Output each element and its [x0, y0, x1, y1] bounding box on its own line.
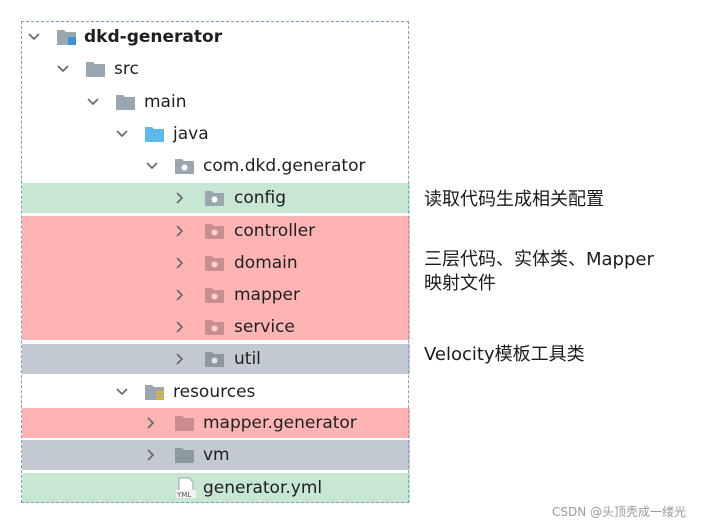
folder-icon	[174, 414, 196, 432]
tree-row-label: com.dkd.generator	[203, 156, 366, 176]
folder-icon	[174, 446, 196, 464]
chevron-down-icon[interactable]	[114, 377, 130, 407]
package-icon	[204, 318, 226, 336]
chevron-right-icon[interactable]	[172, 312, 188, 342]
chevron-down-icon[interactable]	[144, 151, 160, 181]
tree-row-util[interactable]: util	[22, 344, 410, 374]
tree-row-label: controller	[234, 221, 316, 241]
tree-row-mapper-generator[interactable]: mapper.generator	[22, 408, 410, 438]
tree-row-service[interactable]: service	[22, 312, 410, 342]
tree-row-label: config	[234, 188, 287, 208]
package-icon	[204, 222, 226, 240]
chevron-down-icon[interactable]	[26, 22, 42, 52]
svg-text:YML: YML	[176, 491, 191, 499]
chevron-right-icon[interactable]	[172, 280, 188, 310]
tree-row-dkd-generator[interactable]: dkd-generator	[22, 22, 410, 52]
tree-row-src[interactable]: src	[22, 54, 410, 84]
tree-row-label: generator.yml	[203, 478, 323, 498]
chevron-down-icon[interactable]	[85, 87, 101, 117]
package-icon	[204, 254, 226, 272]
source-root-folder-icon	[144, 125, 166, 143]
tree-row-label: mapper	[234, 285, 301, 305]
folder-icon	[115, 93, 137, 111]
tree-row-label: util	[234, 349, 261, 369]
layers-annotation-line2: 映射文件	[424, 273, 496, 294]
tree-row-com-dkd-generator[interactable]: com.dkd.generator	[22, 151, 410, 181]
tree-row-vm[interactable]: vm	[22, 440, 410, 470]
tree-row-java[interactable]: java	[22, 119, 410, 149]
tree-row-mapper[interactable]: mapper	[22, 280, 410, 310]
config-annotation: 读取代码生成相关配置	[424, 189, 604, 210]
watermark: CSDN @头顶秃成一缕光	[552, 505, 687, 519]
folder-icon	[85, 60, 107, 78]
tree-row-controller[interactable]: controller	[22, 216, 410, 246]
tree-row-label: service	[234, 317, 295, 337]
module-folder-icon	[56, 28, 78, 46]
chevron-right-icon[interactable]	[143, 408, 159, 438]
mapper-generator-highlight-band	[22, 408, 410, 438]
tree-row-label: java	[173, 124, 209, 144]
package-icon	[204, 350, 226, 368]
chevron-right-icon[interactable]	[172, 344, 188, 374]
util-annotation: Velocity模板工具类	[424, 344, 585, 365]
chevron-right-icon[interactable]	[143, 440, 159, 470]
tree-row-label: main	[144, 92, 187, 112]
tree-row-label: mapper.generator	[203, 413, 357, 433]
chevron-right-icon[interactable]	[172, 183, 188, 213]
chevron-down-icon[interactable]	[114, 119, 130, 149]
layers-annotation-line1: 三层代码、实体类、Mapper	[424, 249, 654, 270]
tree-row-label: vm	[203, 445, 230, 465]
vm-highlight-band	[22, 440, 410, 470]
chevron-right-icon[interactable]	[172, 216, 188, 246]
tree-row-label: dkd-generator	[84, 27, 223, 47]
tree-row-label: domain	[234, 253, 298, 273]
package-icon	[204, 189, 226, 207]
chevron-down-icon[interactable]	[55, 54, 71, 84]
tree-row-config[interactable]: config	[22, 183, 410, 213]
project-tree-panel	[21, 21, 409, 503]
tree-row-main[interactable]: main	[22, 87, 410, 117]
generator-yml-highlight-band	[22, 473, 410, 503]
tree-row-generator-yml[interactable]: YML generator.yml	[22, 473, 410, 503]
tree-row-domain[interactable]: domain	[22, 248, 410, 278]
tree-row-resources[interactable]: resources	[22, 377, 410, 407]
tree-row-label: src	[114, 59, 139, 79]
package-icon	[174, 157, 196, 175]
yml-file-icon: YML	[174, 477, 196, 499]
tree-row-label: resources	[173, 382, 256, 402]
resources-folder-icon	[144, 383, 166, 401]
package-icon	[204, 286, 226, 304]
chevron-right-icon[interactable]	[172, 248, 188, 278]
